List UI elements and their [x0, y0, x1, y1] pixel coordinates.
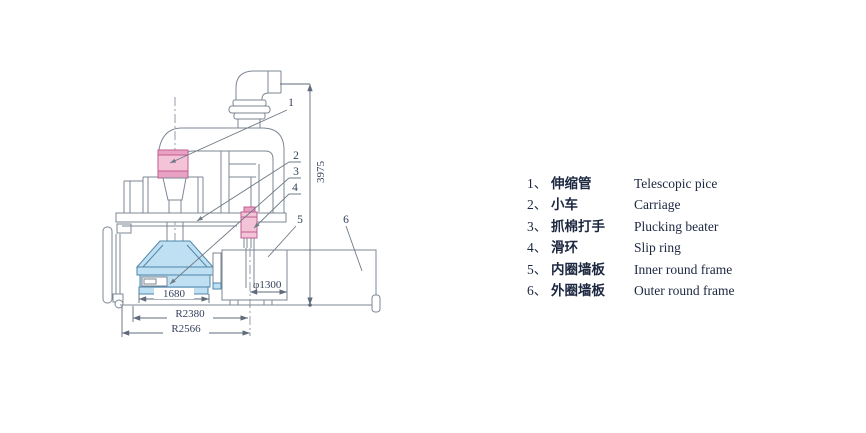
- outer-round-frame: [120, 249, 381, 313]
- legend-item: 5、 内圈墙板 Inner round frame: [527, 259, 767, 280]
- support-columns: [123, 176, 204, 213]
- legend-number: 6、: [527, 283, 548, 299]
- legend-chinese-name: 小车: [551, 197, 578, 213]
- callout-6: 6: [343, 214, 349, 226]
- elbow-pipe: [235, 70, 282, 100]
- radius-mid-value: R2380: [175, 308, 205, 320]
- legend-chinese-name: 滑环: [551, 240, 578, 256]
- legend-number: 3、: [527, 218, 548, 234]
- callout-2: 2: [293, 150, 299, 162]
- carriage-width-value: 1680: [163, 288, 186, 300]
- legend-english-name: Carriage: [634, 197, 681, 213]
- leader-1: [169, 109, 288, 164]
- legend-english-name: Inner round frame: [634, 261, 733, 277]
- legend-chinese-name: 内圈墙板: [551, 261, 605, 277]
- radius-outer-value: R2566: [171, 323, 201, 335]
- legend-english-name: Outer round frame: [634, 283, 735, 299]
- diameter-value: φ1300: [253, 279, 282, 291]
- plucking-beater-unit: [135, 222, 222, 295]
- legend-english-name: Plucking beater: [634, 218, 719, 234]
- telescopic-pipe: [157, 149, 189, 214]
- leader-6: [345, 225, 363, 272]
- callout-1: 1: [288, 97, 294, 109]
- dimension-radius-mid: R2380: [132, 306, 248, 322]
- legend-item: 4、 滑环 Slip ring: [527, 237, 767, 258]
- legend-english-name: Telescopic pice: [634, 176, 718, 191]
- parts-legend: 1、 伸缩管 Telescopic pice 2、 小车 Carriage 3、…: [527, 173, 767, 301]
- legend-item: 6、 外圈墙板 Outer round frame: [527, 280, 767, 301]
- total-height-value: 3975: [315, 161, 327, 184]
- dimension-carriage-width: 1680: [138, 288, 210, 303]
- legend-item: 2、 小车 Carriage: [527, 194, 767, 215]
- slip-ring: [240, 206, 258, 288]
- callout-4: 4: [292, 182, 298, 194]
- leader-4: [253, 193, 290, 229]
- legend-number: 1、: [527, 176, 548, 191]
- dimension-diameter: φ1300: [250, 279, 287, 295]
- legend-number: 5、: [527, 261, 548, 277]
- dimension-radius-outer: R2566: [121, 306, 250, 337]
- leader-2: [196, 161, 290, 222]
- leader-3: [169, 177, 290, 285]
- legend-item: 3、 抓棉打手 Plucking beater: [527, 216, 767, 237]
- legend-chinese-name: 伸缩管: [551, 176, 592, 191]
- carriage-platform: [115, 212, 287, 234]
- callout-underlines: [289, 161, 301, 195]
- leader-5: [267, 225, 297, 258]
- callout-5: 5: [297, 214, 303, 226]
- legend-english-name: Slip ring: [634, 240, 681, 256]
- callout-3: 3: [293, 166, 299, 178]
- legend-number: 4、: [527, 240, 548, 256]
- left-post: [102, 226, 124, 309]
- legend-number: 2、: [527, 197, 548, 213]
- legend-chinese-name: 抓棉打手: [551, 218, 605, 234]
- legend-item: 1、 伸缩管 Telescopic pice: [527, 173, 767, 194]
- callout-leaders: [169, 109, 363, 285]
- dimension-total-height: 3975: [280, 83, 327, 307]
- flange-connector: [228, 99, 271, 128]
- legend-chinese-name: 外圈墙板: [551, 283, 605, 299]
